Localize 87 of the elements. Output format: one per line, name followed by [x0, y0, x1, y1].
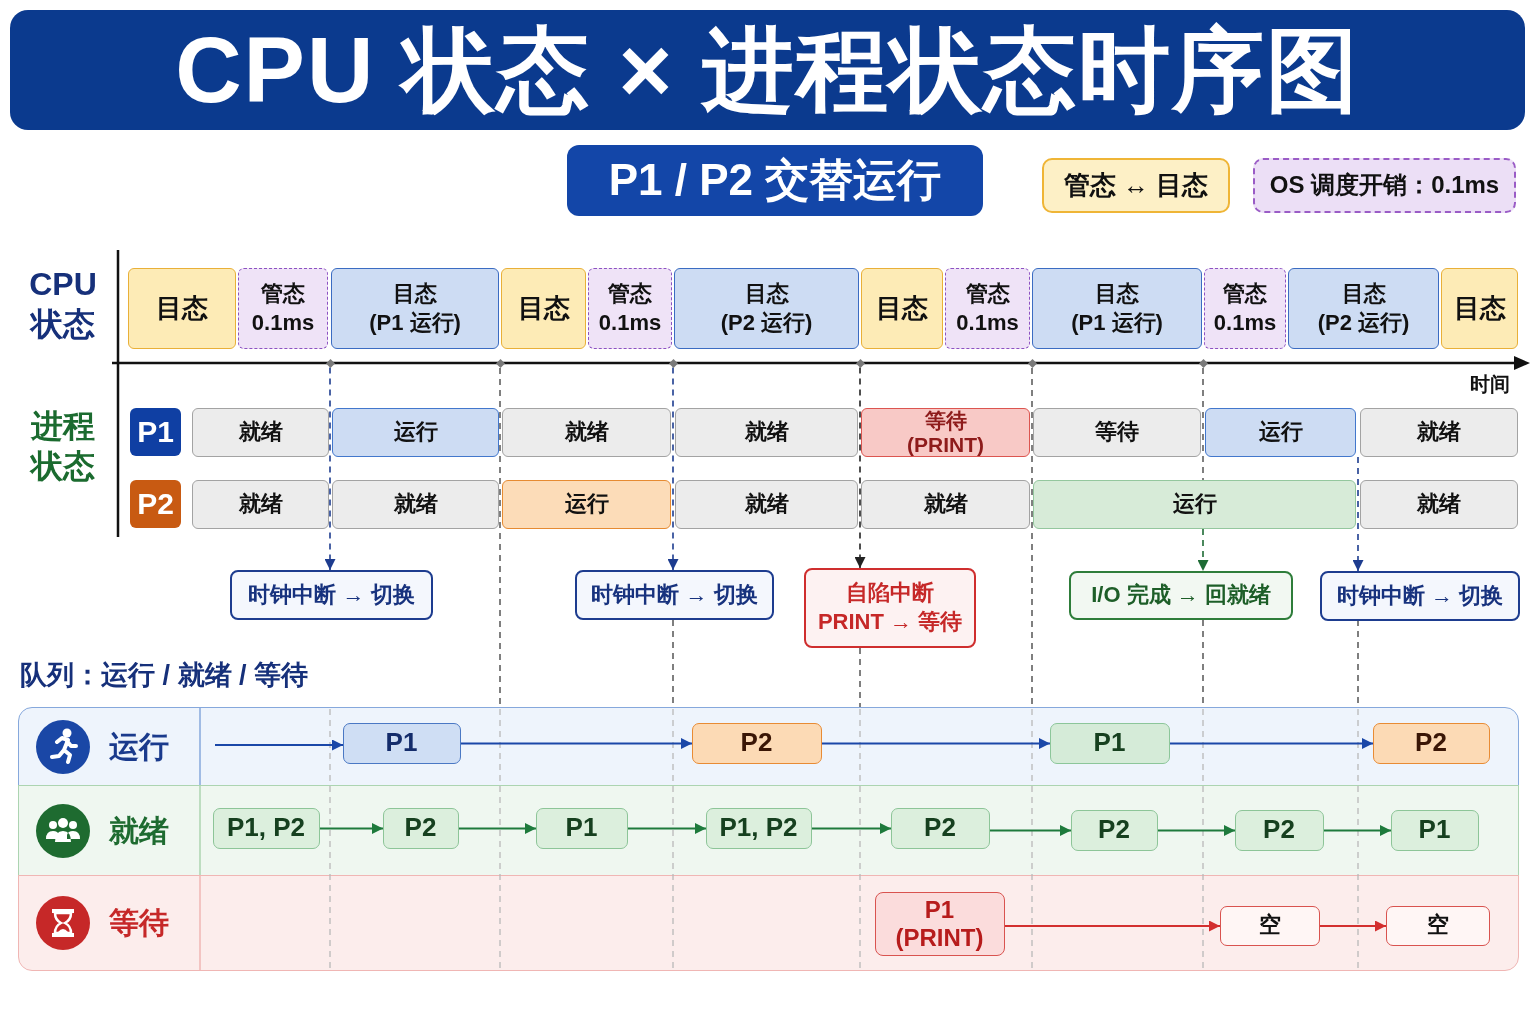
tick-mark: [668, 358, 678, 368]
arrow: [989, 825, 1072, 836]
queue-item: P2: [382, 807, 459, 849]
arrow: [460, 738, 693, 749]
title-banner: CPU 状态 × 进程状态时序图: [10, 10, 1525, 130]
state-box: 管态 0.1ms: [588, 268, 672, 349]
section-heading: 队列：运行 / 就绪 / 等待: [20, 659, 309, 693]
state-box: 目态: [1441, 268, 1518, 349]
state-box: 就绪: [675, 408, 858, 457]
arrow: [214, 739, 344, 751]
queue-item: P1, P2: [212, 807, 320, 849]
queue-item: P1: [535, 807, 628, 849]
state-box: 管态 0.1ms: [1204, 268, 1286, 349]
lane-label: 运行: [109, 728, 169, 765]
event-box: I/O 完成 → 回就绪: [1069, 571, 1293, 620]
queue-item: P2: [1070, 809, 1158, 851]
tick-mark: [1027, 358, 1037, 368]
state-box: 目态 (P1 运行): [1032, 268, 1202, 349]
queue-item: P1: [342, 722, 461, 764]
tick-mark: [1198, 358, 1208, 368]
process-badge: P2: [130, 480, 181, 528]
row-label: 进程状态: [28, 407, 96, 486]
state-box: 目态: [861, 268, 943, 349]
arrow: [854, 366, 866, 569]
arrow: [667, 366, 679, 571]
queue-item: P2: [1372, 722, 1490, 764]
tick-mark: [855, 358, 865, 368]
queue-item: P2: [691, 722, 822, 764]
state-box: 目态 (P2 运行): [674, 268, 859, 349]
queue-item: P1 (PRINT): [874, 891, 1005, 956]
state-box: 就绪: [502, 408, 671, 457]
queue-item: 空: [1219, 905, 1320, 946]
arrow: [811, 823, 892, 834]
arrow: [324, 366, 336, 571]
subtitle-banner: P1 / P2 交替运行: [567, 145, 983, 216]
arrow: [1197, 528, 1209, 572]
event-box: 时钟中断 → 切换: [1320, 571, 1520, 621]
state-box: 目态: [501, 268, 586, 349]
arrow: [319, 823, 384, 834]
state-box: 就绪: [1360, 480, 1518, 529]
event-box: 时钟中断 → 切换: [575, 570, 774, 620]
state-box: 就绪: [675, 480, 858, 529]
arrow: [1004, 920, 1221, 932]
state-box: 等待 (PRINT): [861, 408, 1030, 457]
arrow: [1319, 920, 1387, 932]
legend-box: 管态 ↔ 目态: [1042, 158, 1230, 213]
queue-item: P1: [1049, 722, 1170, 764]
state-box: 运行: [502, 480, 671, 529]
queue-item: P2: [1234, 809, 1324, 851]
legend-box: OS 调度开销：0.1ms: [1253, 158, 1516, 213]
state-box: 目态: [128, 268, 236, 349]
arrow: [1352, 456, 1364, 572]
lane-label: 等待: [109, 905, 169, 941]
state-box: 就绪: [1360, 408, 1518, 457]
state-box: 就绪: [192, 408, 329, 457]
arrow: [1157, 825, 1236, 836]
queue-item: P1: [1390, 809, 1479, 851]
tick-mark: [495, 358, 505, 368]
arrow: [458, 823, 537, 834]
queue-lane: [18, 707, 1519, 786]
state-box: 管态 0.1ms: [238, 268, 328, 349]
state-box: 运行: [332, 408, 499, 457]
arrow: [1169, 738, 1374, 749]
arrow: [627, 823, 707, 834]
state-box: 管态 0.1ms: [945, 268, 1030, 349]
row-label: CPU 状态: [28, 265, 98, 344]
state-box: 目态 (P2 运行): [1288, 268, 1439, 349]
event-box: 自陷中断 PRINT → 等待: [804, 568, 976, 648]
state-box: 就绪: [332, 480, 499, 529]
state-box: 运行: [1205, 408, 1356, 457]
arrow: [821, 738, 1051, 749]
arrow: [1323, 825, 1392, 836]
queue-lane: [18, 875, 1519, 971]
tick-mark: [325, 358, 335, 368]
queue-item: P1, P2: [705, 807, 812, 849]
process-badge: P1: [130, 408, 181, 456]
queue-item: 空: [1385, 905, 1490, 946]
lane-label: 就绪: [109, 812, 169, 849]
axis-label: 时间: [1469, 371, 1511, 397]
queue-item: P2: [890, 807, 990, 849]
state-box: 目态 (P1 运行): [331, 268, 499, 349]
state-box: 就绪: [861, 480, 1030, 529]
state-box: 就绪: [192, 480, 329, 529]
state-box: 等待: [1033, 408, 1201, 457]
queue-lane: [18, 785, 1519, 876]
state-box: 运行: [1033, 480, 1356, 529]
event-box: 时钟中断 → 切换: [230, 570, 433, 620]
